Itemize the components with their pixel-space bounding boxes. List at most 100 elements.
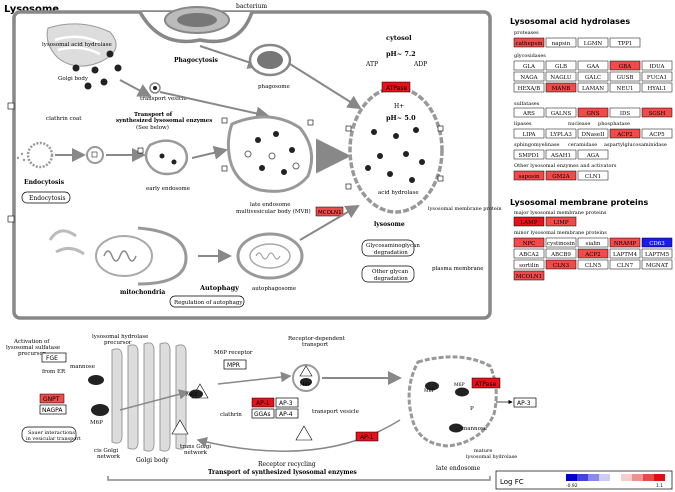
- gene-box-abca2[interactable]: [513, 248, 545, 259]
- gene-box-lipa[interactable]: [513, 128, 545, 139]
- gene-box-cln5[interactable]: [577, 259, 609, 270]
- gene-box-neu1[interactable]: [609, 82, 641, 93]
- gene-label: GALC: [585, 75, 601, 81]
- gene-box-cystinosin[interactable]: [545, 237, 577, 248]
- m6p-label-3: M6P: [300, 382, 311, 388]
- gene-box-mgnat[interactable]: [641, 259, 673, 270]
- transport-label-1: Transport of: [134, 112, 173, 118]
- autophagosome-label: autophagosome: [252, 286, 296, 292]
- receptor-dependent-label-1: Receptor-dependent: [288, 336, 346, 342]
- gene-box-lamp[interactable]: [513, 216, 545, 227]
- gene-box-gaa[interactable]: [577, 60, 609, 71]
- gene-box-laptm4[interactable]: [609, 248, 641, 259]
- gene-box-sortilin[interactable]: [513, 259, 545, 270]
- gene-box-acp2[interactable]: [577, 248, 609, 259]
- gene-box-ap1-b[interactable]: [355, 431, 379, 442]
- gene-box-naglu[interactable]: [545, 71, 577, 82]
- gene-box-asah1[interactable]: [545, 149, 577, 160]
- gene-box-atpase-bottom[interactable]: [471, 377, 501, 389]
- gene-box-sgsh[interactable]: [641, 107, 673, 118]
- gene-box-ap1-a[interactable]: [251, 397, 275, 408]
- gene-box-npc[interactable]: [513, 237, 545, 248]
- receptor-dependent-label-2: transport: [302, 342, 329, 348]
- gene-box-acp5[interactable]: [641, 128, 673, 139]
- gag-degradation-label-1: Glycosaminoglycan: [366, 243, 420, 249]
- m6p-label-2: M6P: [186, 392, 198, 398]
- gene-box-nagpa[interactable]: [39, 404, 67, 415]
- gene-box-cd63[interactable]: [641, 237, 673, 248]
- gene-label-atpase-top: ATPase: [386, 85, 407, 92]
- endocytosis-label: Endocytosis: [24, 179, 65, 186]
- gene-box-gns[interactable]: [577, 107, 609, 118]
- gene-box-abcb9[interactable]: [545, 248, 577, 259]
- gene-box-nramp[interactable]: [609, 237, 641, 248]
- regulation-of-autophagy-link[interactable]: [169, 295, 245, 308]
- gene-label: CLN5: [585, 263, 602, 269]
- gene-box-gba[interactable]: [609, 60, 641, 71]
- mannose-bottom-label: mannose: [462, 426, 487, 432]
- legend-swatch: [599, 474, 610, 481]
- gene-box-glb[interactable]: [545, 60, 577, 71]
- gene-box-limp[interactable]: [545, 216, 577, 227]
- gene-label: GBA: [619, 64, 632, 70]
- gene-box-gnpt[interactable]: [39, 393, 65, 404]
- gene-box-ars[interactable]: [513, 107, 545, 118]
- gene-box-galns[interactable]: [545, 107, 577, 118]
- gene-box-ap3-b[interactable]: [513, 397, 537, 408]
- late-endosome-bottom-label: late endosome: [436, 465, 481, 472]
- gene-box-acp2[interactable]: [609, 128, 641, 139]
- gene-box-laman[interactable]: [577, 82, 609, 93]
- legend-swatch: [632, 474, 643, 481]
- label-nuclease: nuclease: [568, 121, 590, 127]
- gag-degradation-link[interactable]: [361, 239, 415, 257]
- gene-label: IDUA: [649, 64, 665, 70]
- gene-label: ABCA2: [518, 252, 539, 258]
- gene-box-tpp1[interactable]: [609, 37, 641, 48]
- gene-box-hexa-b[interactable]: [513, 82, 545, 93]
- legend-swatch: [654, 474, 665, 481]
- clathrin-coat-label: clathrin coat: [46, 116, 82, 122]
- gene-box-ggas[interactable]: [251, 408, 275, 419]
- gene-label: GLB: [555, 64, 567, 70]
- gene-box-fuca1[interactable]: [641, 71, 673, 82]
- gene-box-cln7[interactable]: [609, 259, 641, 270]
- gene-box-naga[interactable]: [513, 71, 545, 82]
- other-glycan-degradation-link[interactable]: [361, 265, 415, 283]
- other-glycan-label-1: Other glycan: [372, 269, 409, 275]
- gene-box-hyal1[interactable]: [641, 82, 673, 93]
- gene-box-laptm5[interactable]: [641, 248, 673, 259]
- gene-label-gnpt: GNPT: [43, 396, 60, 403]
- gene-box-mcoln1-top[interactable]: [315, 206, 344, 217]
- gene-label: MANB: [552, 86, 570, 92]
- snare-interactions-link[interactable]: [21, 426, 77, 443]
- gene-box-napsin[interactable]: [545, 37, 577, 48]
- gene-box-cln1[interactable]: [577, 170, 609, 181]
- gene-box-ap4[interactable]: [275, 408, 299, 419]
- gene-box-gm2a[interactable]: [545, 170, 577, 181]
- gene-box-dnaseii[interactable]: [577, 128, 609, 139]
- gene-box-ap3-a[interactable]: [275, 397, 299, 408]
- gene-box-manb[interactable]: [545, 82, 577, 93]
- gene-box-idua[interactable]: [641, 60, 673, 71]
- gene-box-galc[interactable]: [577, 71, 609, 82]
- gene-box-gusb[interactable]: [609, 71, 641, 82]
- gene-box-mcoln1[interactable]: [513, 270, 545, 281]
- gene-label: saposin: [518, 174, 540, 180]
- endocytosis-pathway-link[interactable]: [21, 191, 71, 204]
- gene-box-atpase-top[interactable]: [381, 81, 411, 93]
- gene-box-cln3[interactable]: [545, 259, 577, 270]
- gene-box-ids[interactable]: [609, 107, 641, 118]
- gene-box-saposin[interactable]: [513, 170, 545, 181]
- gene-box-cathepsin[interactable]: [513, 37, 545, 48]
- gene-box-lgmn[interactable]: [577, 37, 609, 48]
- gene-box-smpd1[interactable]: [513, 149, 545, 160]
- gene-box-sialin[interactable]: [577, 237, 609, 248]
- gene-box-mpr[interactable]: [223, 359, 247, 370]
- gene-label: LAMP: [521, 220, 538, 226]
- other-glycan-label-2: degradation: [374, 276, 408, 282]
- gene-box-aga[interactable]: [577, 149, 609, 160]
- gene-box-lypla3[interactable]: [545, 128, 577, 139]
- gene-box-fge[interactable]: [41, 352, 67, 363]
- gene-box-gla[interactable]: [513, 60, 545, 71]
- phagocytosis-label: Phagocytosis: [174, 57, 219, 64]
